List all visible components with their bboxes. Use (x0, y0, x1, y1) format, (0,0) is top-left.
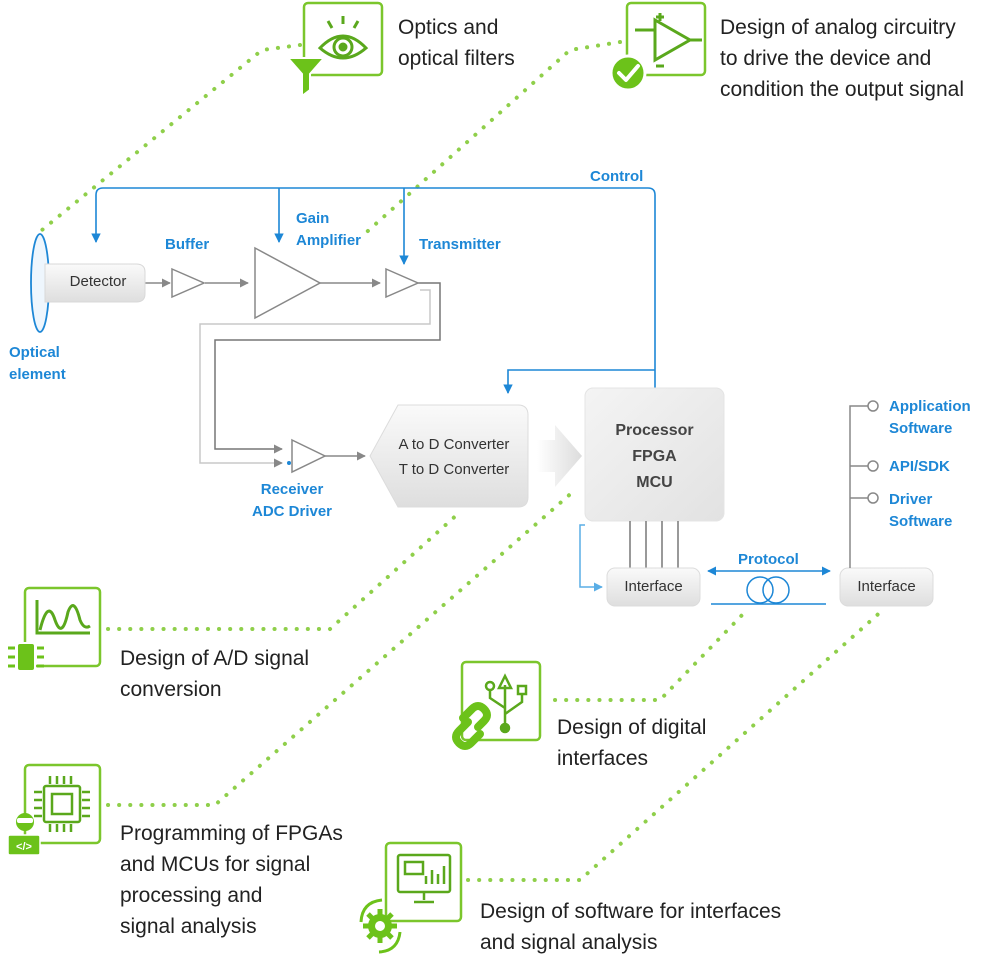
software-item-api-sdk: API/SDK (889, 458, 950, 475)
dotted-connectors (40, 40, 887, 882)
fpga-icon-group: </> (7, 763, 102, 856)
transformer-icon (746, 576, 790, 604)
transmitter-label: Transmitter (419, 236, 501, 253)
usb-icon (484, 673, 528, 734)
transmitter-triangle (385, 267, 420, 299)
code-icon: </> (7, 834, 41, 856)
buffer-label: Buffer (165, 236, 210, 253)
gain-amplifier-triangle (254, 246, 322, 320)
digital-icon-group (452, 660, 542, 750)
software-tree (849, 400, 879, 568)
signal-chain-lines (145, 278, 381, 461)
detector-box (44, 263, 146, 303)
svg-text:</>: </> (16, 841, 32, 853)
eye-icon (317, 16, 369, 60)
ad-icon-group (8, 586, 102, 672)
monitor-chart-icon (396, 853, 452, 904)
detector-label: Detector (69, 273, 127, 290)
receiver-triangle (291, 438, 327, 474)
processor-chip-icon (34, 776, 90, 832)
waveform-icon (35, 600, 91, 635)
converter-box (369, 404, 529, 508)
protocol-label: Protocol (738, 551, 799, 568)
processor-box (584, 387, 725, 522)
buffer-triangle (171, 267, 206, 299)
link-icon (452, 702, 491, 750)
interface-left-label: Interface (624, 578, 683, 595)
control-label: Control (590, 168, 644, 185)
differential-lines (199, 282, 441, 468)
check-circle-icon (609, 54, 647, 92)
data-flow-arrow (537, 425, 582, 487)
control-lines (91, 187, 656, 394)
optics-icon-group (285, 1, 384, 98)
analog-icon-group (609, 1, 707, 92)
chip-icon (8, 642, 44, 672)
op-amp-icon (635, 13, 702, 68)
filter-funnel-icon (285, 57, 327, 98)
software-icon-group (359, 841, 463, 954)
interface-right-label: Interface (857, 578, 916, 595)
interface-right-box (839, 567, 934, 607)
interface-left-box (606, 567, 701, 607)
gear-cycle-icon (359, 898, 402, 954)
